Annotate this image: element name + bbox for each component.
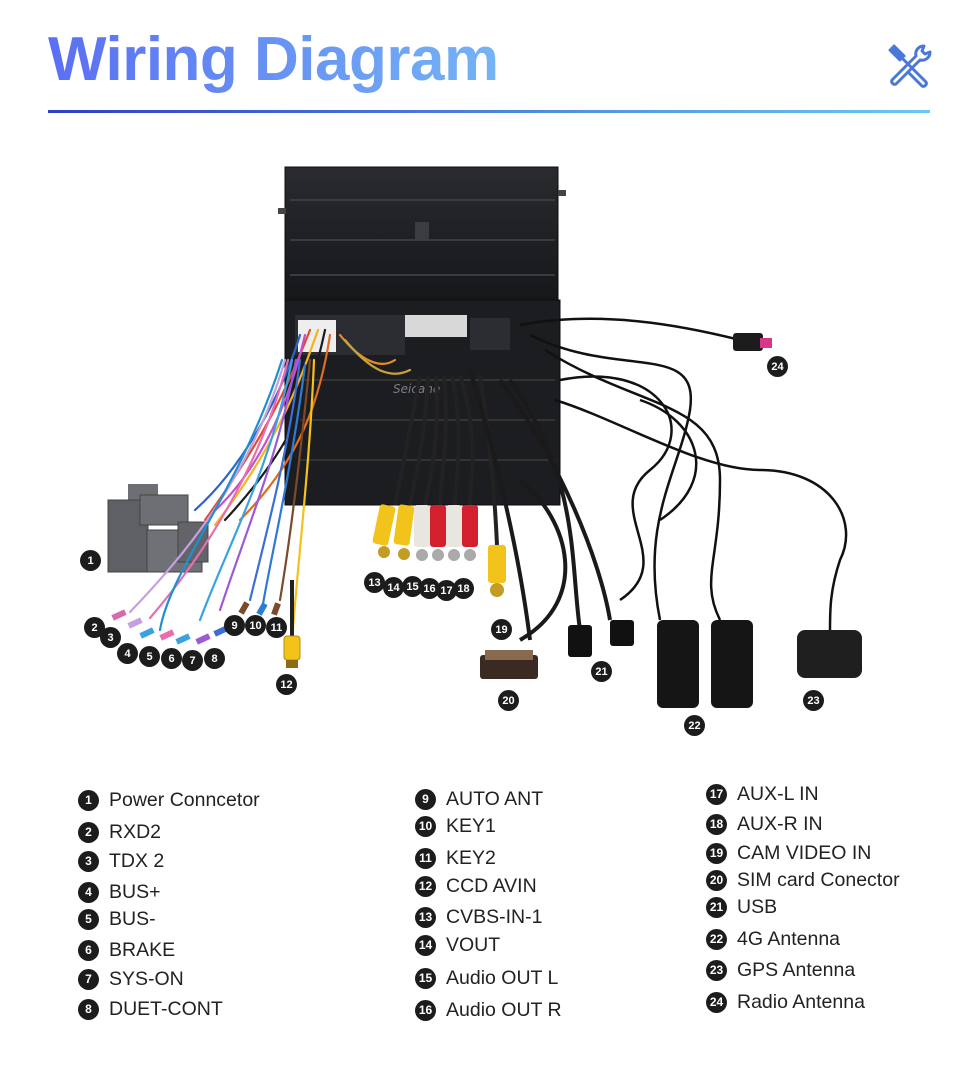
gps-antenna <box>797 630 862 678</box>
callout-22: 22 <box>684 715 705 736</box>
wiring-illustration: Seicane <box>107 166 862 708</box>
callout-19: 19 <box>491 619 512 640</box>
callout-3: 3 <box>100 627 121 648</box>
sim-usb-cables <box>468 369 612 642</box>
wire-bundle <box>128 328 412 642</box>
callout-2: 2 <box>84 617 105 638</box>
callout-7: 7 <box>182 650 203 671</box>
callout-18: 18 <box>453 578 474 599</box>
callout-10: 10 <box>245 615 266 636</box>
ccd-avin-plug <box>283 580 301 668</box>
callout-23: 23 <box>803 690 824 711</box>
callout-8: 8 <box>204 648 225 669</box>
sim-card-connector <box>480 655 538 679</box>
callout-17: 17 <box>436 580 457 601</box>
callout-5: 5 <box>139 646 160 667</box>
antenna-cables <box>519 317 848 631</box>
usb-plug-1 <box>568 625 592 657</box>
callout-12: 12 <box>276 674 297 695</box>
4g-antenna <box>657 620 753 708</box>
callout-14: 14 <box>383 577 404 598</box>
rca-cluster <box>372 374 478 561</box>
callout-11: 11 <box>266 617 287 638</box>
power-connector <box>107 484 209 573</box>
callout-6: 6 <box>161 648 182 669</box>
callout-16: 16 <box>419 578 440 599</box>
callout-20: 20 <box>498 690 519 711</box>
callout-21: 21 <box>591 661 612 682</box>
callout-4: 4 <box>117 643 138 664</box>
tools-icon <box>888 44 932 88</box>
usb-plug-2 <box>610 620 634 646</box>
page-title: Wiring Diagram <box>48 20 499 100</box>
callout-24: 24 <box>767 356 788 377</box>
radio-antenna-plug <box>733 333 772 351</box>
callout-9: 9 <box>224 615 245 636</box>
callout-15: 15 <box>402 576 423 597</box>
head-unit: Seicane <box>278 166 566 506</box>
callout-13: 13 <box>364 572 385 593</box>
cam-video-plug <box>478 374 506 597</box>
callout-1: 1 <box>80 550 101 571</box>
title-underline <box>48 110 930 113</box>
